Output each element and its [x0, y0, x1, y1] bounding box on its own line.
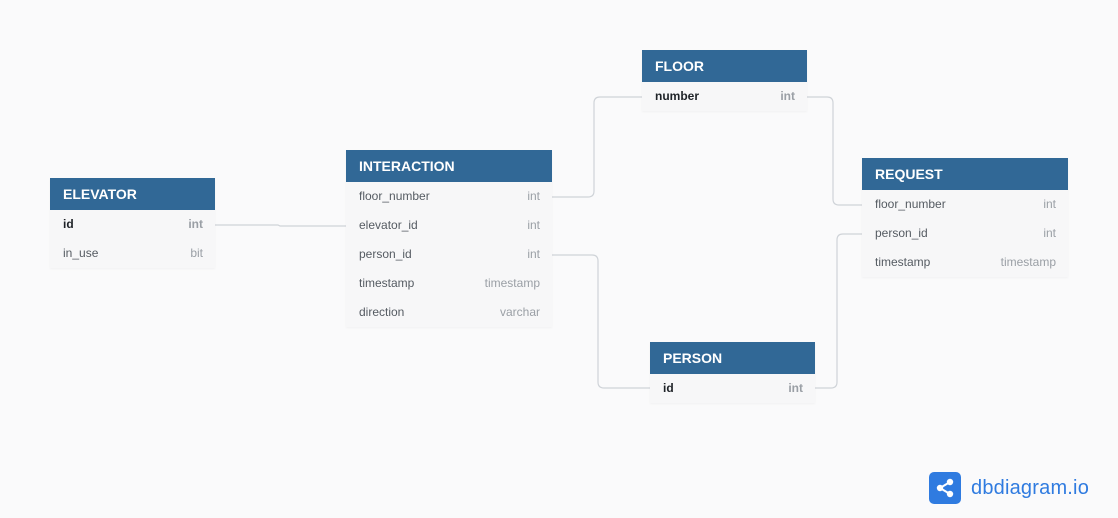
- field-row[interactable]: timestamp timestamp: [862, 248, 1068, 277]
- field-row[interactable]: floor_number int: [862, 190, 1068, 219]
- field-type: int: [527, 218, 540, 232]
- field-type: int: [1043, 197, 1056, 211]
- field-row[interactable]: timestamp timestamp: [346, 269, 552, 298]
- field-name: timestamp: [359, 276, 415, 290]
- field-name: id: [663, 381, 674, 395]
- field-type: timestamp: [484, 276, 540, 290]
- field-name: id: [63, 217, 74, 231]
- field-type: bit: [190, 246, 203, 260]
- table-header[interactable]: PERSON: [650, 342, 815, 374]
- field-row[interactable]: elevator_id int: [346, 211, 552, 240]
- field-name: direction: [359, 305, 405, 319]
- field-type: int: [527, 189, 540, 203]
- brand-name: dbdiagram.io: [971, 476, 1090, 499]
- table-header[interactable]: INTERACTION: [346, 150, 552, 182]
- field-name: timestamp: [875, 255, 931, 269]
- field-row[interactable]: person_id int: [862, 219, 1068, 248]
- link-person-request[interactable]: [815, 233, 862, 389]
- field-type: int: [1043, 226, 1056, 240]
- field-row[interactable]: floor_number int: [346, 182, 552, 211]
- field-type: int: [188, 217, 203, 231]
- field-row[interactable]: direction varchar: [346, 298, 552, 327]
- share-nodes-icon: [929, 472, 961, 504]
- field-name: floor_number: [875, 197, 946, 211]
- table-header[interactable]: FLOOR: [642, 50, 807, 82]
- table-floor[interactable]: FLOOR number int: [642, 50, 807, 111]
- table-interaction[interactable]: INTERACTION floor_number int elevator_id…: [346, 150, 552, 327]
- link-floor-request[interactable]: [807, 96, 862, 206]
- field-name: number: [655, 89, 700, 103]
- field-type: int: [780, 89, 795, 103]
- link-interaction-person[interactable]: [552, 254, 650, 389]
- brand-logo[interactable]: dbdiagram.io: [929, 472, 1089, 504]
- field-type: timestamp: [1000, 255, 1056, 269]
- field-name: floor_number: [359, 189, 430, 203]
- link-interaction-floor[interactable]: [552, 96, 642, 198]
- link-elevator-interaction[interactable]: [215, 224, 346, 227]
- field-row[interactable]: id int: [50, 210, 215, 239]
- field-row[interactable]: id int: [650, 374, 815, 403]
- table-request[interactable]: REQUEST floor_number int person_id int t…: [862, 158, 1068, 277]
- field-row[interactable]: number int: [642, 82, 807, 111]
- table-person[interactable]: PERSON id int: [650, 342, 815, 403]
- field-name: in_use: [63, 246, 99, 260]
- field-name: person_id: [875, 226, 928, 240]
- table-header[interactable]: REQUEST: [862, 158, 1068, 190]
- field-name: elevator_id: [359, 218, 418, 232]
- table-elevator[interactable]: ELEVATOR id int in_use bit: [50, 178, 215, 268]
- field-type: varchar: [499, 305, 540, 319]
- table-header[interactable]: ELEVATOR: [50, 178, 215, 210]
- field-row[interactable]: person_id int: [346, 240, 552, 269]
- field-type: int: [527, 247, 540, 261]
- field-row[interactable]: in_use bit: [50, 239, 215, 268]
- field-name: person_id: [359, 247, 412, 261]
- field-type: int: [788, 381, 803, 395]
